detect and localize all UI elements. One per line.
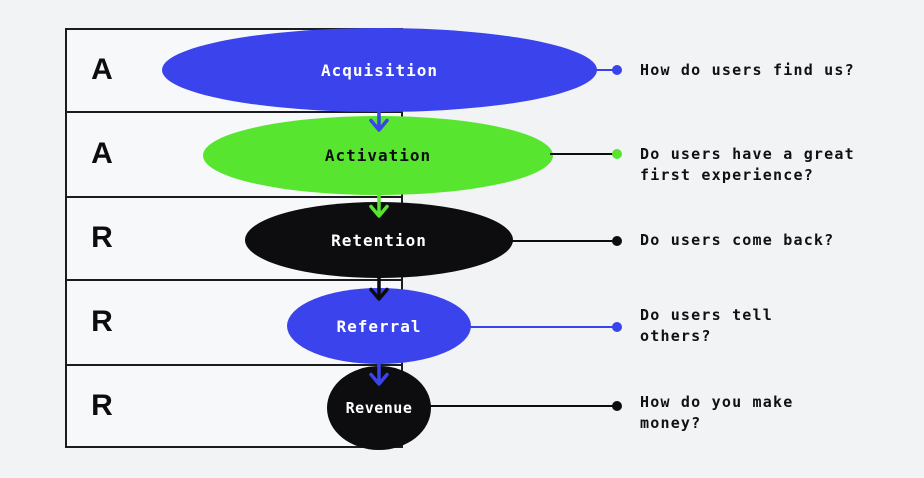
stage-label: Retention [331, 230, 427, 250]
connector-line [428, 405, 615, 407]
connector-dot [612, 65, 622, 75]
stage-question-referral: Do users tell others? [640, 305, 773, 347]
question-line: How do users find us? [640, 61, 855, 79]
stage-label: Acquisition [321, 60, 438, 80]
connector-dot [612, 322, 622, 332]
question-line: Do users tell [640, 306, 773, 324]
stage-question-retention: Do users come back? [640, 230, 834, 251]
question-line: first experience? [640, 166, 814, 184]
row-divider [67, 364, 401, 366]
row-divider [67, 196, 401, 198]
connector-dot [612, 236, 622, 246]
down-arrow-icon [367, 361, 391, 387]
row-letter-revenue: R [91, 389, 113, 422]
down-arrow-icon [367, 276, 391, 302]
row-letter-activation: A [91, 137, 113, 170]
question-line: How do you make [640, 393, 794, 411]
row-divider [67, 279, 401, 281]
stage-label: Revenue [345, 399, 413, 417]
row-letter-acquisition: A [91, 53, 113, 86]
stage-question-activation: Do users have a great first experience? [640, 144, 855, 186]
question-line: Do users come back? [640, 231, 835, 249]
row-divider [67, 111, 401, 113]
stage-question-acquisition: How do users find us? [640, 60, 855, 81]
stage-label: Referral [336, 316, 422, 336]
row-letter-referral: R [91, 305, 113, 338]
stage-question-revenue: How do you make money? [640, 392, 793, 434]
question-line: Do users have a great [640, 145, 855, 163]
question-line: others? [640, 327, 712, 345]
down-arrow-icon [367, 193, 391, 219]
connector-line [594, 69, 615, 71]
stage-ellipse-acquisition: Acquisition [162, 28, 597, 112]
down-arrow-icon [367, 107, 391, 133]
connector-dot [612, 401, 622, 411]
connector-line [468, 326, 615, 328]
question-line: money? [640, 414, 702, 432]
row-letter-retention: R [91, 221, 113, 254]
connector-dot [612, 149, 622, 159]
connector-line [510, 240, 615, 242]
connector-line [550, 153, 615, 155]
stage-label: Activation [324, 146, 432, 165]
